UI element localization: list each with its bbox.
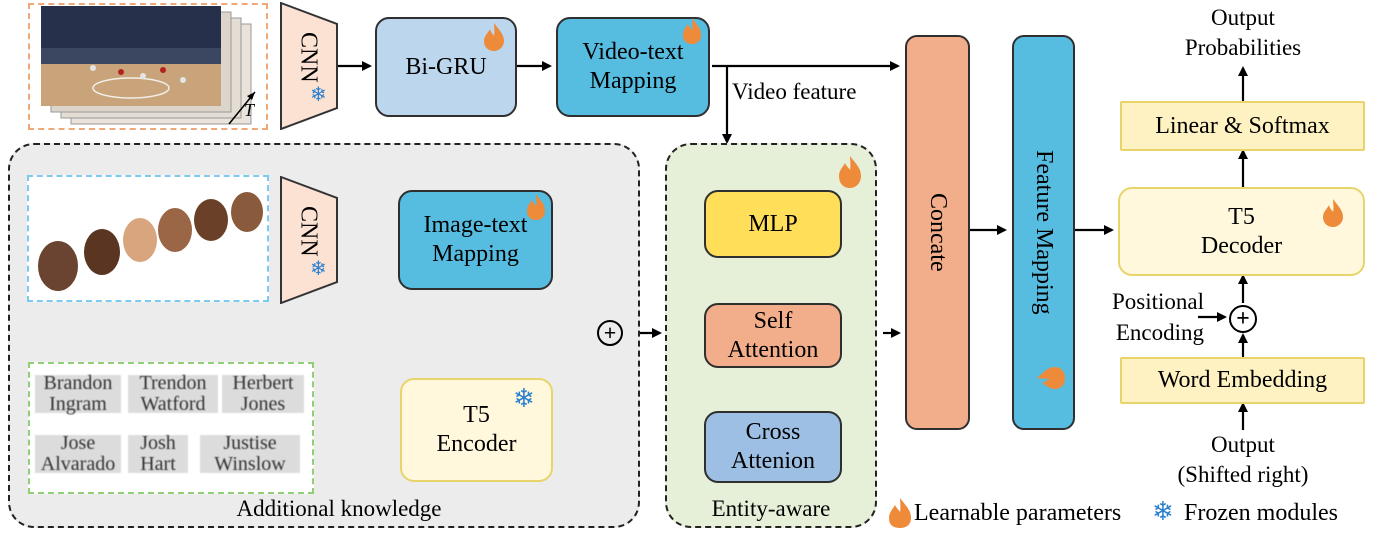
flame-icon: [1323, 199, 1343, 227]
video-frames-image: [41, 6, 256, 125]
flame-icon: [839, 156, 861, 188]
plus-circle-icon: +: [1229, 305, 1257, 333]
cnn-top-shape: [280, 2, 338, 130]
plus-circle-icon: +: [597, 320, 623, 346]
snowflake-icon: ❄: [310, 258, 327, 280]
t5-decoder-block: T5 Decoder: [1118, 187, 1365, 276]
player-name: Justise Winslow: [200, 433, 300, 475]
concate-block: Concate: [905, 35, 970, 430]
feature-mapping-block: Feature Mapping: [1012, 35, 1075, 430]
t5-encoder-block: T5 Encoder: [400, 378, 553, 482]
cnn-mid-shape: [280, 176, 338, 304]
legend-learnable-label: Learnable parameters: [914, 500, 1122, 526]
player-faces-image: [36, 184, 264, 294]
self-attention-block: Self Attention: [704, 303, 842, 368]
player-name: Jose Alvarado: [35, 433, 121, 475]
mlp-block: MLP: [704, 190, 842, 258]
flame-icon: [683, 18, 701, 44]
plus-sign: +: [1236, 306, 1250, 332]
snowflake-icon: ❄: [1152, 497, 1174, 526]
player-name: Brandon Ingram: [35, 373, 121, 415]
cnn-top-label: CNN: [295, 31, 322, 83]
linear-softmax-block: Linear & Softmax: [1120, 101, 1365, 151]
entity-aware-label: Entity-aware: [711, 496, 831, 521]
image-text-mapping-block: Image-text Mapping: [398, 190, 553, 290]
player-name: Herbert Jones: [222, 373, 304, 415]
flame-icon: [1037, 367, 1065, 389]
positional-encoding-label: Positional Encoding: [1111, 289, 1204, 346]
output-probabilities-label: Output Probabilities: [1184, 5, 1302, 60]
time-axis-label: T: [244, 100, 255, 120]
flame-icon: [527, 194, 545, 220]
cross-attention-block: Cross Attenion: [704, 411, 842, 483]
legend-frozen-label: Frozen modules: [1184, 500, 1338, 526]
output-shifted-label: Output (Shifted right): [1177, 432, 1309, 487]
player-name: Trendon Watford: [128, 373, 218, 415]
flame-icon: [889, 498, 911, 528]
snowflake-icon: ❄: [513, 384, 535, 413]
plus-sign: +: [603, 320, 617, 345]
bi-gru-block: Bi-GRU: [375, 17, 517, 117]
snowflake-icon: ❄: [310, 84, 327, 106]
flame-icon: [484, 23, 504, 51]
feature-mapping-label: Feature Mapping: [1030, 150, 1057, 315]
video-feature-label: Video feature: [732, 79, 857, 104]
video-input-box: [28, 3, 268, 130]
additional-knowledge-label: Additional knowledge: [236, 496, 442, 521]
cnn-mid-label: CNN: [295, 205, 322, 257]
word-embedding-block: Word Embedding: [1120, 357, 1365, 404]
player-name: Josh Hart: [128, 433, 188, 475]
concate-label: Concate: [924, 193, 951, 272]
